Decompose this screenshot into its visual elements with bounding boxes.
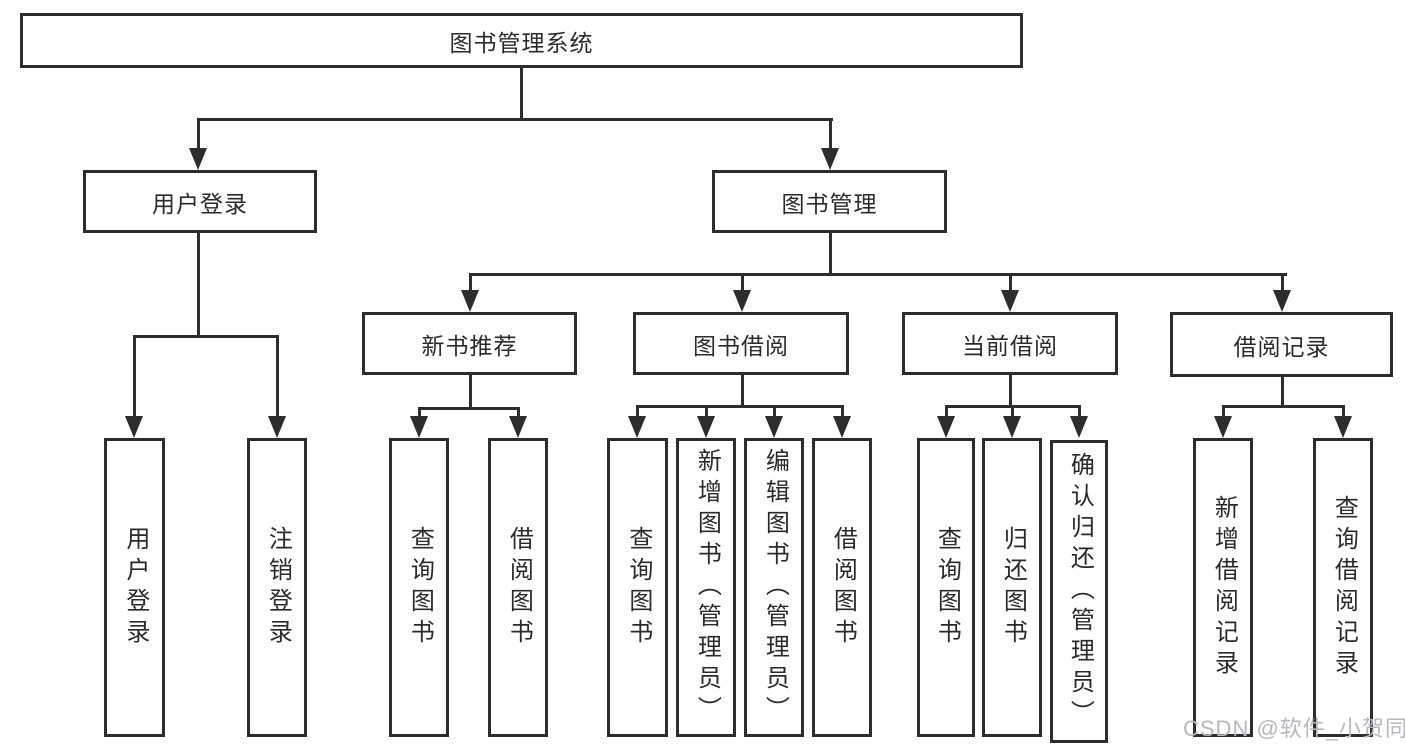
node-current-borrowing: 当前借阅 (902, 312, 1118, 375)
connector-line (1011, 405, 1014, 418)
node-new-book-recommendation: 新书推荐 (362, 312, 577, 375)
node-book-management: 图书管理 (712, 170, 947, 233)
arrowhead-down-icon (1003, 416, 1021, 438)
connector-line (741, 273, 744, 293)
connector-line (133, 335, 136, 418)
leaf-query-borrow-record: 查询借阅记录 (1313, 438, 1373, 737)
arrowhead-down-icon (628, 416, 646, 438)
leaf-confirm-return-admin: 确认归还（管理员） (1050, 440, 1108, 743)
node-label: 确认归还（管理员） (1066, 452, 1094, 731)
node-label: 查询图书 (406, 525, 434, 650)
arrowhead-down-icon (1001, 290, 1019, 312)
node-label: 借阅图书 (829, 525, 857, 650)
node-label: 查询图书 (933, 525, 961, 650)
node-label: 归还图书 (999, 525, 1027, 650)
node-label: 编辑图书（管理员） (761, 448, 789, 727)
node-label: 用户登录 (152, 190, 248, 217)
arrowhead-down-icon (268, 416, 286, 438)
arrowhead-down-icon (733, 290, 751, 312)
leaf-query-books: 查询图书 (607, 438, 668, 737)
arrowhead-down-icon (1070, 416, 1088, 438)
arrowhead-down-icon (821, 148, 839, 170)
leaf-query-books: 查询图书 (917, 438, 975, 737)
connector-line (741, 375, 744, 405)
connector-line (1281, 375, 1284, 405)
node-label: 查询图书 (624, 525, 652, 650)
arrowhead-down-icon (125, 416, 143, 438)
node-label: 新增图书（管理员） (693, 448, 721, 727)
node-label: 新增借阅记录 (1210, 494, 1238, 681)
node-book-borrowing: 图书借阅 (633, 312, 849, 375)
leaf-return-books: 归还图书 (982, 438, 1042, 737)
arrowhead-down-icon (1214, 416, 1232, 438)
arrowhead-down-icon (410, 416, 428, 438)
node-label: 用户登录 (121, 525, 149, 650)
node-user-login: 用户登录 (83, 170, 317, 233)
connector-line (841, 405, 844, 418)
connector-line (773, 405, 776, 418)
connector-line (829, 233, 832, 273)
node-root-library-system: 图书管理系统 (20, 13, 1023, 68)
connector-line (197, 118, 200, 152)
arrowhead-down-icon (1273, 290, 1291, 312)
node-label: 新书推荐 (421, 332, 518, 359)
connector-line (276, 335, 279, 418)
connector-line (1222, 405, 1225, 418)
connector-line (1222, 405, 1345, 408)
arrowhead-down-icon (1334, 416, 1352, 438)
arrowhead-down-icon (833, 416, 851, 438)
node-label: 当前借阅 (962, 332, 1058, 359)
node-borrowing-records: 借阅记录 (1170, 312, 1393, 377)
connector-line (469, 273, 472, 293)
connector-line (945, 405, 948, 418)
connector-line (418, 407, 421, 418)
connector-line (133, 335, 279, 338)
node-label: 注销登录 (264, 525, 292, 650)
arrowhead-down-icon (937, 416, 955, 438)
node-label: 图书借阅 (693, 332, 789, 359)
leaf-logout: 注销登录 (247, 438, 307, 737)
connector-line (1009, 375, 1012, 405)
leaf-add-borrow-record: 新增借阅记录 (1193, 438, 1253, 737)
arrowhead-down-icon (697, 416, 715, 438)
leaf-query-books: 查询图书 (389, 438, 449, 737)
connector-line (469, 375, 472, 407)
connector-line (636, 405, 639, 418)
connector-line (197, 118, 833, 121)
arrowhead-down-icon (189, 148, 207, 170)
leaf-user-login: 用户登录 (104, 438, 165, 737)
arrowhead-down-icon (765, 416, 783, 438)
connector-line (1281, 273, 1284, 293)
connector-line (1009, 273, 1012, 293)
connector-line (1342, 405, 1345, 418)
leaf-add-books-admin: 新增图书（管理员） (676, 438, 736, 737)
node-label: 图书管理系统 (449, 29, 594, 56)
connector-line (705, 405, 708, 418)
node-label: 图书管理 (781, 190, 878, 217)
node-label: 查询借阅记录 (1330, 494, 1358, 681)
connector-line (469, 273, 1287, 276)
leaf-borrow-books: 借阅图书 (812, 438, 872, 737)
leaf-borrow-books: 借阅图书 (488, 438, 548, 737)
connector-line (520, 68, 523, 118)
connector-line (418, 407, 520, 410)
connector-line (1078, 405, 1081, 418)
connector-line (636, 405, 844, 408)
arrowhead-down-icon (509, 416, 527, 438)
connector-line (829, 118, 832, 152)
arrowhead-down-icon (461, 290, 479, 312)
node-label: 借阅记录 (1233, 333, 1330, 360)
connector-line (517, 407, 520, 418)
csdn-watermark: CSDN @软件_小贺同学 (1183, 716, 1405, 741)
leaf-edit-books-admin: 编辑图书（管理员） (744, 438, 804, 737)
connector-line (197, 233, 200, 335)
node-label: 借阅图书 (505, 525, 533, 650)
